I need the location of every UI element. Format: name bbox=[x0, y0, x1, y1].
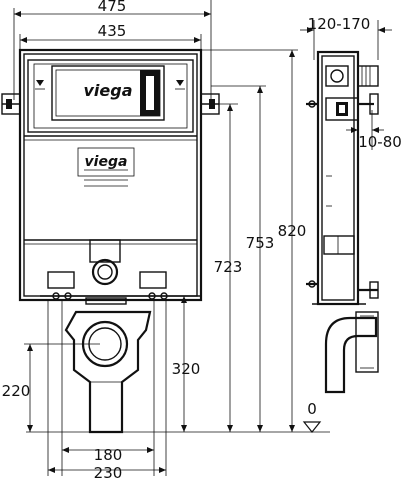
logo-middle: viega bbox=[85, 154, 128, 170]
dimension-120-170: 120-170 bbox=[300, 15, 392, 60]
dimension-180: 180 bbox=[61, 300, 155, 476]
zero-level-label: 0 bbox=[307, 400, 317, 418]
dimension-753: 753 bbox=[211, 85, 275, 432]
dimension-435-label: 435 bbox=[98, 22, 127, 40]
dimension-120-170-label: 120-170 bbox=[308, 15, 371, 33]
dimension-220: 220 bbox=[2, 343, 100, 432]
front-view: 475 435 bbox=[1, 0, 330, 480]
dimension-10-80: 10-80 bbox=[346, 110, 402, 151]
dimension-435: 435 bbox=[19, 22, 202, 60]
dimension-180-label: 180 bbox=[94, 446, 123, 464]
dimension-723-label: 723 bbox=[214, 258, 243, 276]
logo-top: viega bbox=[83, 81, 132, 100]
dimension-320-label: 320 bbox=[172, 360, 201, 378]
dimension-475-label: 475 bbox=[98, 0, 127, 15]
feet bbox=[40, 271, 200, 305]
dimension-320: 320 bbox=[172, 296, 201, 432]
middle-logo: viega bbox=[77, 147, 135, 187]
dimension-230: 230 bbox=[47, 300, 167, 480]
toilet-pipe bbox=[64, 310, 152, 434]
side-drain-bend bbox=[324, 311, 379, 394]
dimension-820: 820 bbox=[200, 49, 307, 432]
dimension-820-label: 820 bbox=[278, 222, 307, 240]
side-view: 120-170 bbox=[300, 15, 402, 433]
installation-frame bbox=[18, 48, 203, 302]
dimension-10-80-label: 10-80 bbox=[358, 133, 402, 151]
dimension-753-label: 753 bbox=[246, 234, 275, 252]
side-profile bbox=[306, 50, 379, 306]
dimension-230-label: 230 bbox=[94, 464, 123, 480]
zero-level-marker: 0 bbox=[302, 400, 322, 433]
dimension-220-label: 220 bbox=[2, 382, 31, 400]
drain-connector bbox=[89, 239, 121, 286]
dimension-723: 723 bbox=[201, 103, 243, 432]
